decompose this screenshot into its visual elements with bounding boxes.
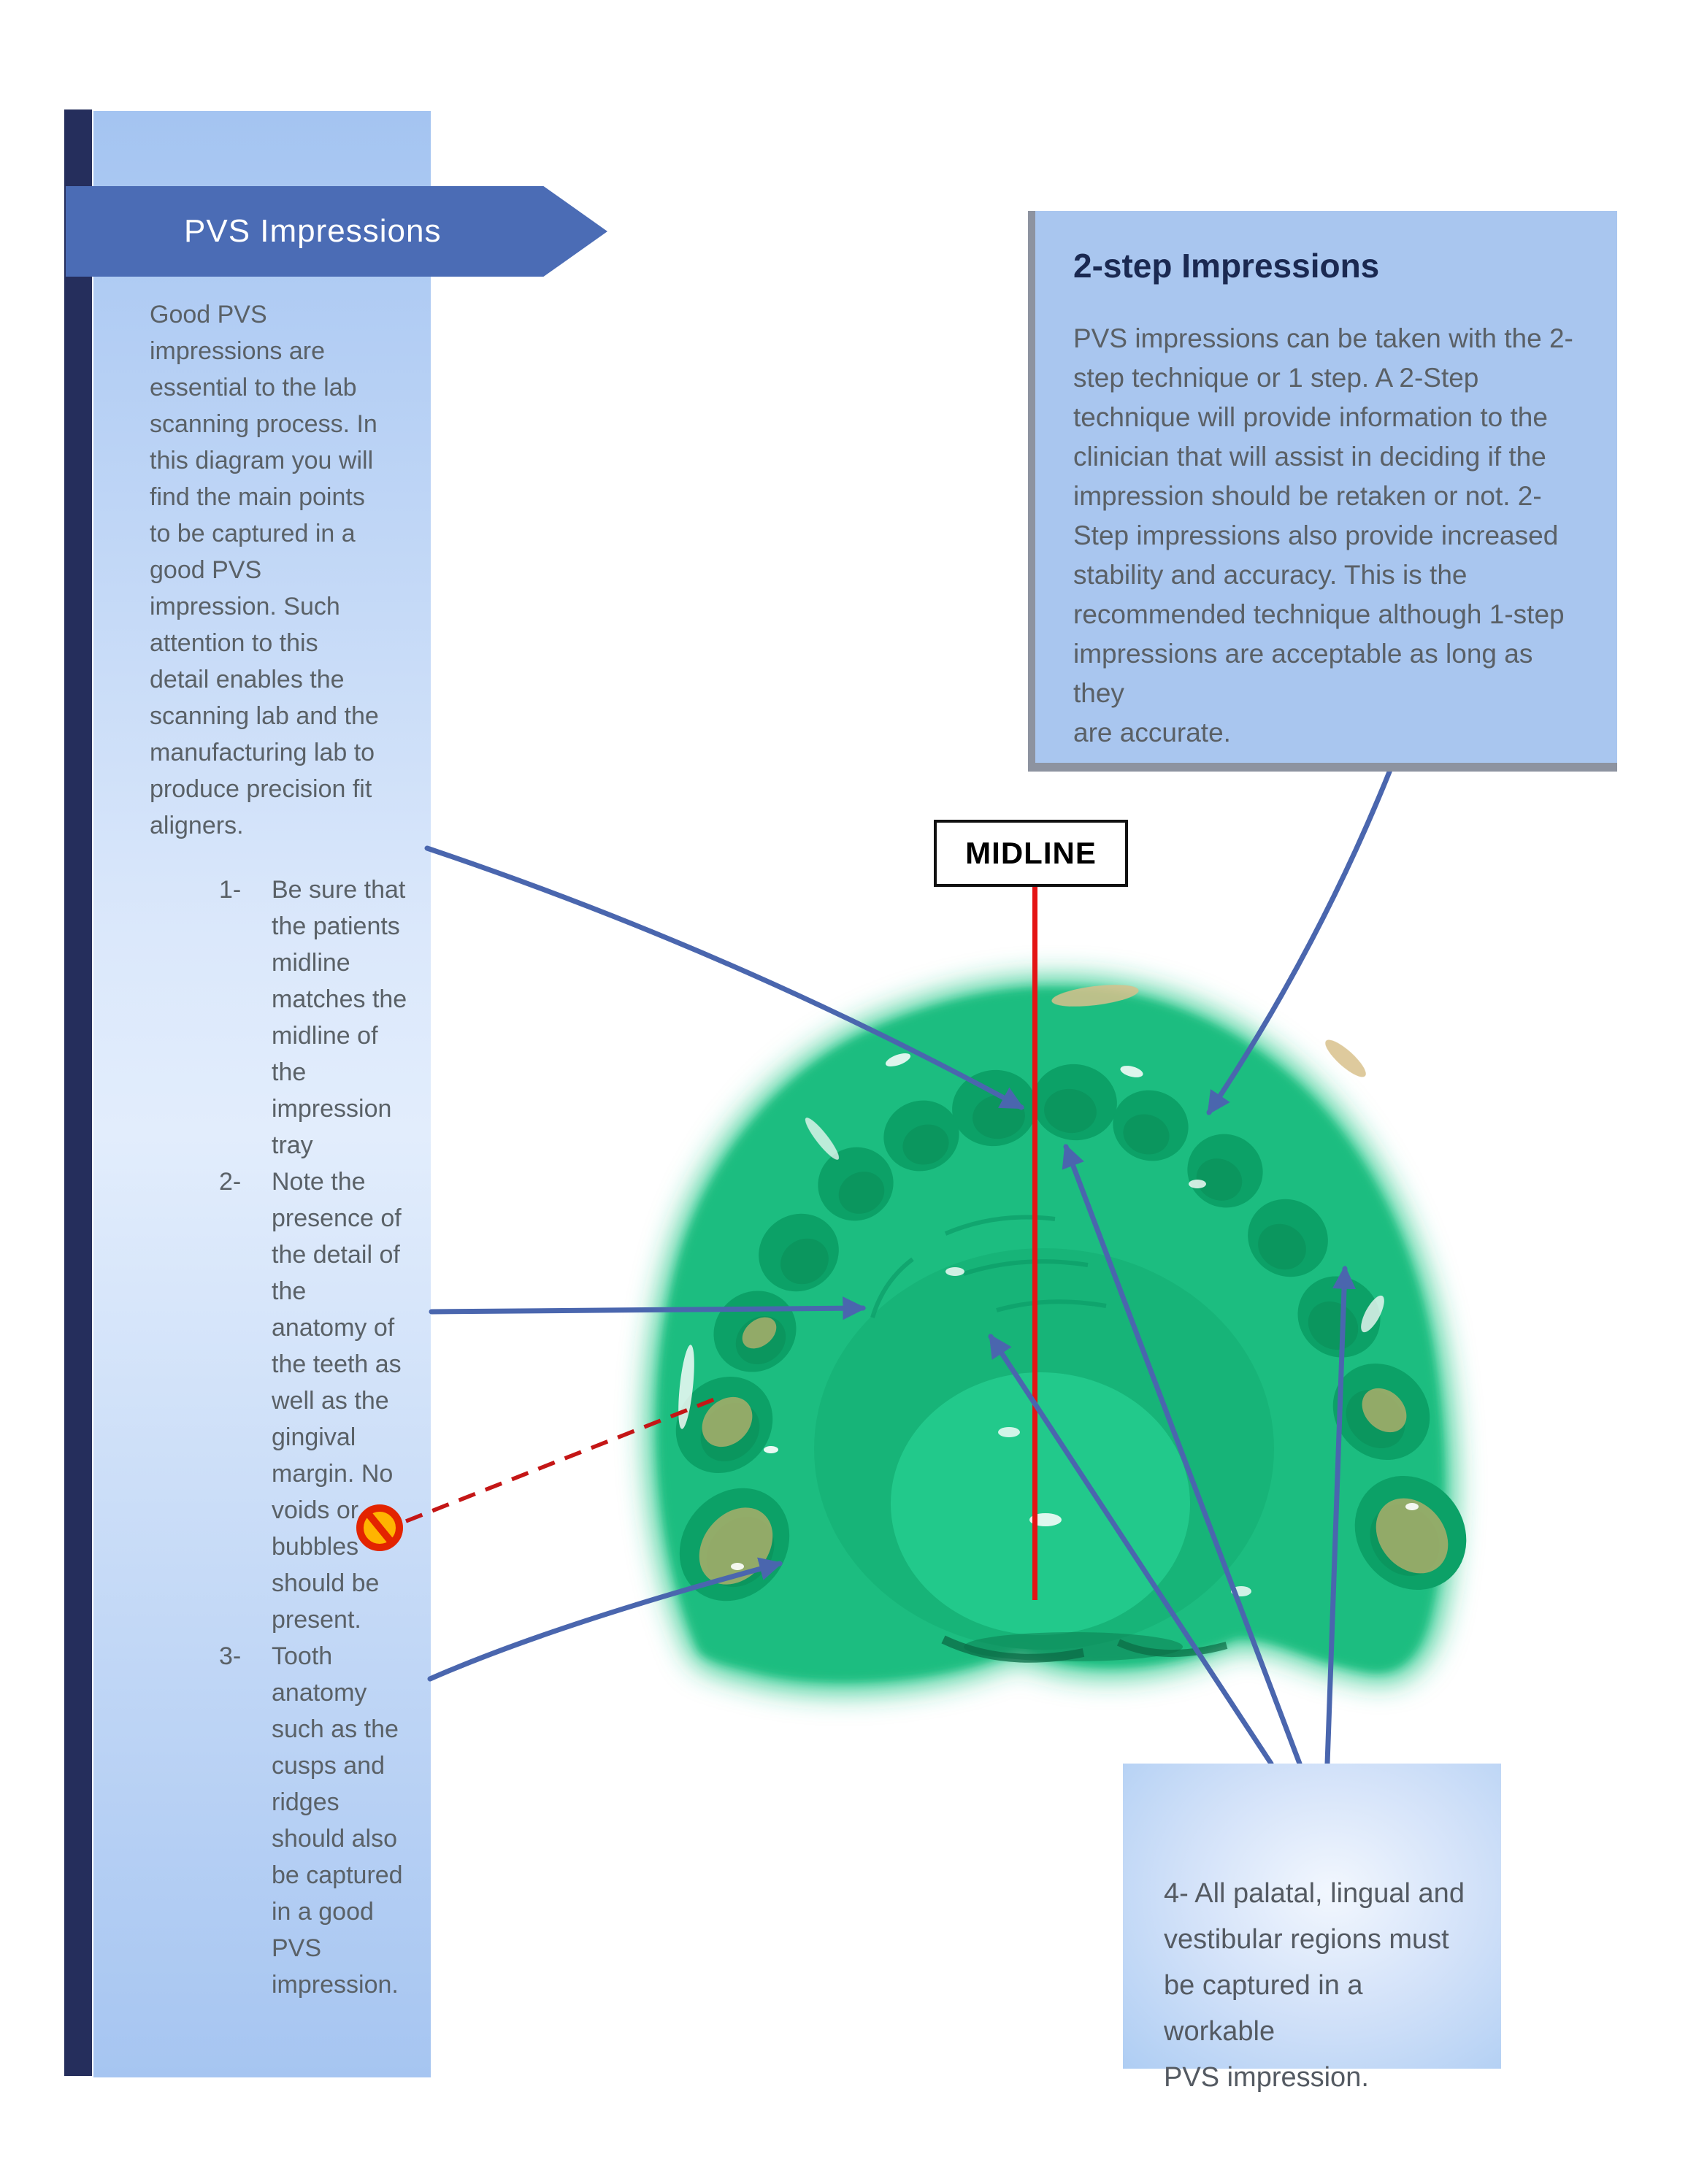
pvs-impression-photo — [648, 979, 1467, 1691]
page-title: PVS Impressions — [184, 213, 442, 249]
callout-step4-text: 4- All palatal, lingual and vestibular r… — [1164, 1878, 1465, 2093]
sidebar-panel: Good PVS impressions are essential to th… — [93, 111, 431, 2077]
arrow-2step-pointer — [1206, 764, 1394, 1115]
intro-paragraph: Good PVS impressions are essential to th… — [150, 301, 379, 839]
midline-label-text: MIDLINE — [965, 836, 1097, 870]
list-item-number: 2- — [219, 1168, 242, 1196]
molar-material-patches — [699, 1317, 1449, 1585]
key-points-list: 1- Be sure that the patients midline mat… — [219, 872, 438, 2003]
impression-shadow-creases — [941, 1632, 1228, 1663]
arrow-anatomy-pointer — [429, 1296, 867, 1320]
list-item: 3- Tooth anatomy such as the cusps and r… — [219, 1638, 438, 2003]
palate-highlight — [891, 1372, 1190, 1635]
callout-step4: 4- All palatal, lingual and vestibular r… — [1123, 1764, 1501, 2093]
arrow-midline-pointer — [424, 845, 1024, 1110]
midline-red-line — [1032, 887, 1037, 1600]
midline-label: MIDLINE — [934, 820, 1128, 887]
sidebar-accent-bar — [64, 109, 92, 2076]
list-item-number: 1- — [219, 876, 242, 904]
list-item: 1- Be sure that the patients midline mat… — [219, 872, 438, 1164]
list-item-text: Be sure that the patients midline matche… — [272, 876, 407, 1159]
arrow-vestibular-pointer — [1324, 1265, 1357, 1766]
callout-2step-body: PVS impressions can be taken with the 2-… — [1073, 323, 1573, 747]
list-item-text: Note the presence of the detail of the a… — [272, 1168, 402, 1634]
title-banner: PVS Impressions — [66, 186, 607, 277]
palatal-rugae-lines — [870, 1215, 1107, 1318]
arrow-tooth-anatomy-pointer — [427, 1557, 783, 1682]
annotation-arrows — [424, 764, 1394, 1766]
arrow-palatal-pointer — [988, 1334, 1274, 1766]
list-item: 2- Note the presence of the detail of th… — [219, 1164, 438, 1638]
arrow-lingual-pointer — [1062, 1143, 1303, 1766]
tray-edge-fragments — [1051, 985, 1366, 1077]
callout-2step-title: 2-step Impressions — [1073, 247, 1380, 285]
callout-2step: 2-step Impressions PVS impressions can b… — [1028, 211, 1617, 772]
list-item-text: Tooth anatomy such as the cusps and ridg… — [272, 1642, 403, 1999]
list-item-number: 3- — [219, 1642, 242, 1670]
no-symbol-icon — [356, 1504, 403, 1551]
